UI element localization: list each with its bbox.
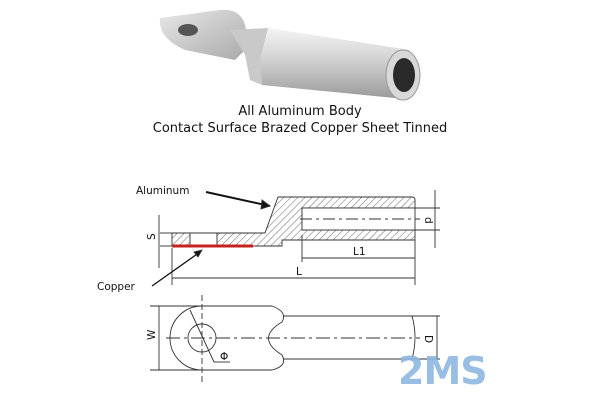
caption-line-1: All Aluminum Body xyxy=(238,104,362,119)
top-view xyxy=(150,295,440,382)
logo-2ms: 2MS xyxy=(398,349,487,393)
label-l1: L1 xyxy=(353,246,366,258)
label-s: S xyxy=(146,233,158,240)
caption-line-2: Contact Surface Brazed Copper Sheet Tinn… xyxy=(152,121,448,136)
label-d: d xyxy=(422,217,434,224)
label-copper: Copper xyxy=(97,281,136,293)
side-view xyxy=(151,190,440,287)
label-phi: Φ xyxy=(220,351,228,363)
label-aluminum: Aluminum xyxy=(136,185,189,197)
label-w: W xyxy=(146,329,158,340)
label-l: L xyxy=(296,266,302,278)
label-D: D xyxy=(422,335,434,343)
